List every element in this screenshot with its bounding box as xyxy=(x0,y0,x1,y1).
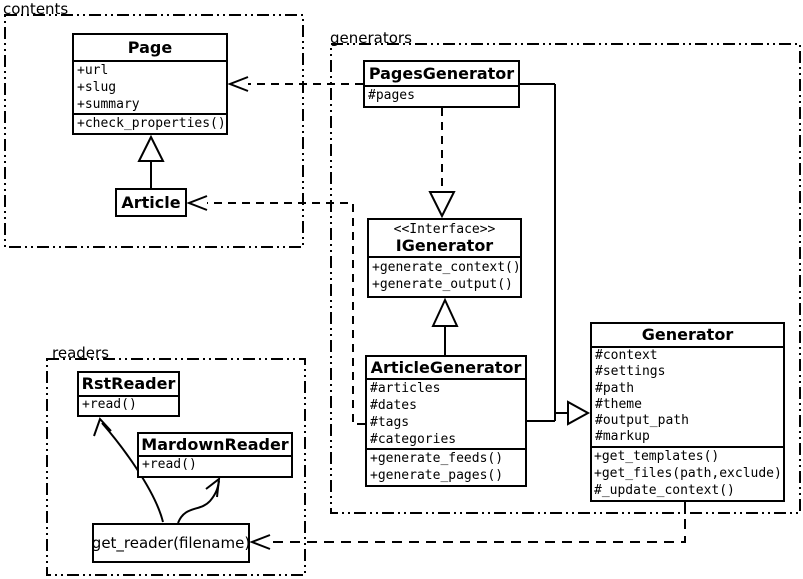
attribute: #settings xyxy=(595,364,666,380)
attribute: #markup xyxy=(595,429,650,445)
package-border-readers xyxy=(46,358,306,576)
class-article-name: Article xyxy=(121,193,181,212)
edge-getreader-calls-mardownreader xyxy=(177,476,221,524)
edge-pagesgenerator-implements-igenerator xyxy=(428,108,456,219)
edge-pagesgenerator-uses-page xyxy=(227,76,363,92)
attribute: #categories xyxy=(370,432,457,447)
inheritance-triangle-icon xyxy=(567,400,591,426)
class-igenerator-name: IGenerator xyxy=(395,236,494,255)
node-get-reader: get_reader(filename) xyxy=(92,523,250,563)
realization-triangle-icon xyxy=(428,191,456,219)
method: #_update_context() xyxy=(594,483,735,498)
class-pagesgenerator-name: PagesGenerator xyxy=(365,62,518,87)
attribute: #theme xyxy=(595,396,642,412)
edge-articlegenerator-uses-article xyxy=(186,195,365,425)
edge-generators-extend-generator xyxy=(520,83,591,426)
attribute: #dates xyxy=(370,398,417,413)
edge-generator-uses-getreader xyxy=(249,502,686,550)
inheritance-triangle-icon xyxy=(137,134,165,162)
method: +read() xyxy=(142,457,197,472)
method: +generate_output() xyxy=(372,277,513,292)
attribute: #articles xyxy=(370,381,441,396)
attribute: #pages xyxy=(368,88,415,103)
class-generator: Generator #context #settings #path #them… xyxy=(590,322,785,502)
class-igenerator: <<Interface>> IGenerator +generate_conte… xyxy=(367,218,522,298)
open-arrowhead-icon xyxy=(186,195,208,211)
open-arrowhead-icon xyxy=(249,534,271,550)
attribute: +url xyxy=(77,63,109,78)
package-border-contents xyxy=(4,14,304,248)
attribute: #tags xyxy=(370,415,410,430)
class-mardownreader-name: MardownReader xyxy=(139,434,291,457)
class-rstreader-name: RstReader xyxy=(79,373,178,397)
class-articlegenerator-name: ArticleGenerator xyxy=(367,357,525,380)
get-reader-label: get_reader(filename) xyxy=(91,534,251,552)
class-mardownreader: MardownReader +read() xyxy=(137,432,293,478)
class-igenerator-stereotype: <<Interface>> xyxy=(393,222,496,237)
method: +get_templates() xyxy=(594,449,720,464)
edge-getreader-calls-rstreader xyxy=(93,417,164,523)
edge-articlegenerator-extends-igenerator xyxy=(431,297,459,355)
method: +get_files(path,exclude) xyxy=(594,466,782,481)
open-arrowhead-icon xyxy=(205,476,221,498)
method: +check_properties() xyxy=(77,116,226,131)
class-page-name: Page xyxy=(74,35,226,62)
open-arrowhead-icon xyxy=(227,76,249,92)
attribute: #context xyxy=(595,348,658,363)
open-arrowhead-icon xyxy=(93,417,112,437)
package-label-generators: generators xyxy=(330,29,412,47)
attribute: +summary xyxy=(77,97,140,112)
method: +generate_context() xyxy=(372,260,520,275)
package-border-generators xyxy=(330,43,801,514)
package-label-readers: readers xyxy=(52,344,109,362)
method: +generate_feeds() xyxy=(370,451,504,466)
attribute: +slug xyxy=(77,80,117,95)
method: +read() xyxy=(82,397,137,412)
inheritance-triangle-icon xyxy=(431,297,459,327)
class-page: Page +url +slug +summary +check_properti… xyxy=(72,33,228,135)
method: +generate_pages() xyxy=(370,468,504,483)
package-label-contents: contents xyxy=(3,0,69,18)
class-article: Article xyxy=(115,188,187,217)
class-articlegenerator: ArticleGenerator #articles #dates #tags … xyxy=(365,355,527,487)
class-generator-name: Generator xyxy=(592,324,783,348)
edge-article-extends-page xyxy=(137,134,165,188)
attribute: #output_path xyxy=(595,413,689,429)
class-pagesgenerator: PagesGenerator #pages xyxy=(363,60,520,108)
attribute: #path xyxy=(595,380,635,396)
class-rstreader: RstReader +read() xyxy=(77,371,180,417)
